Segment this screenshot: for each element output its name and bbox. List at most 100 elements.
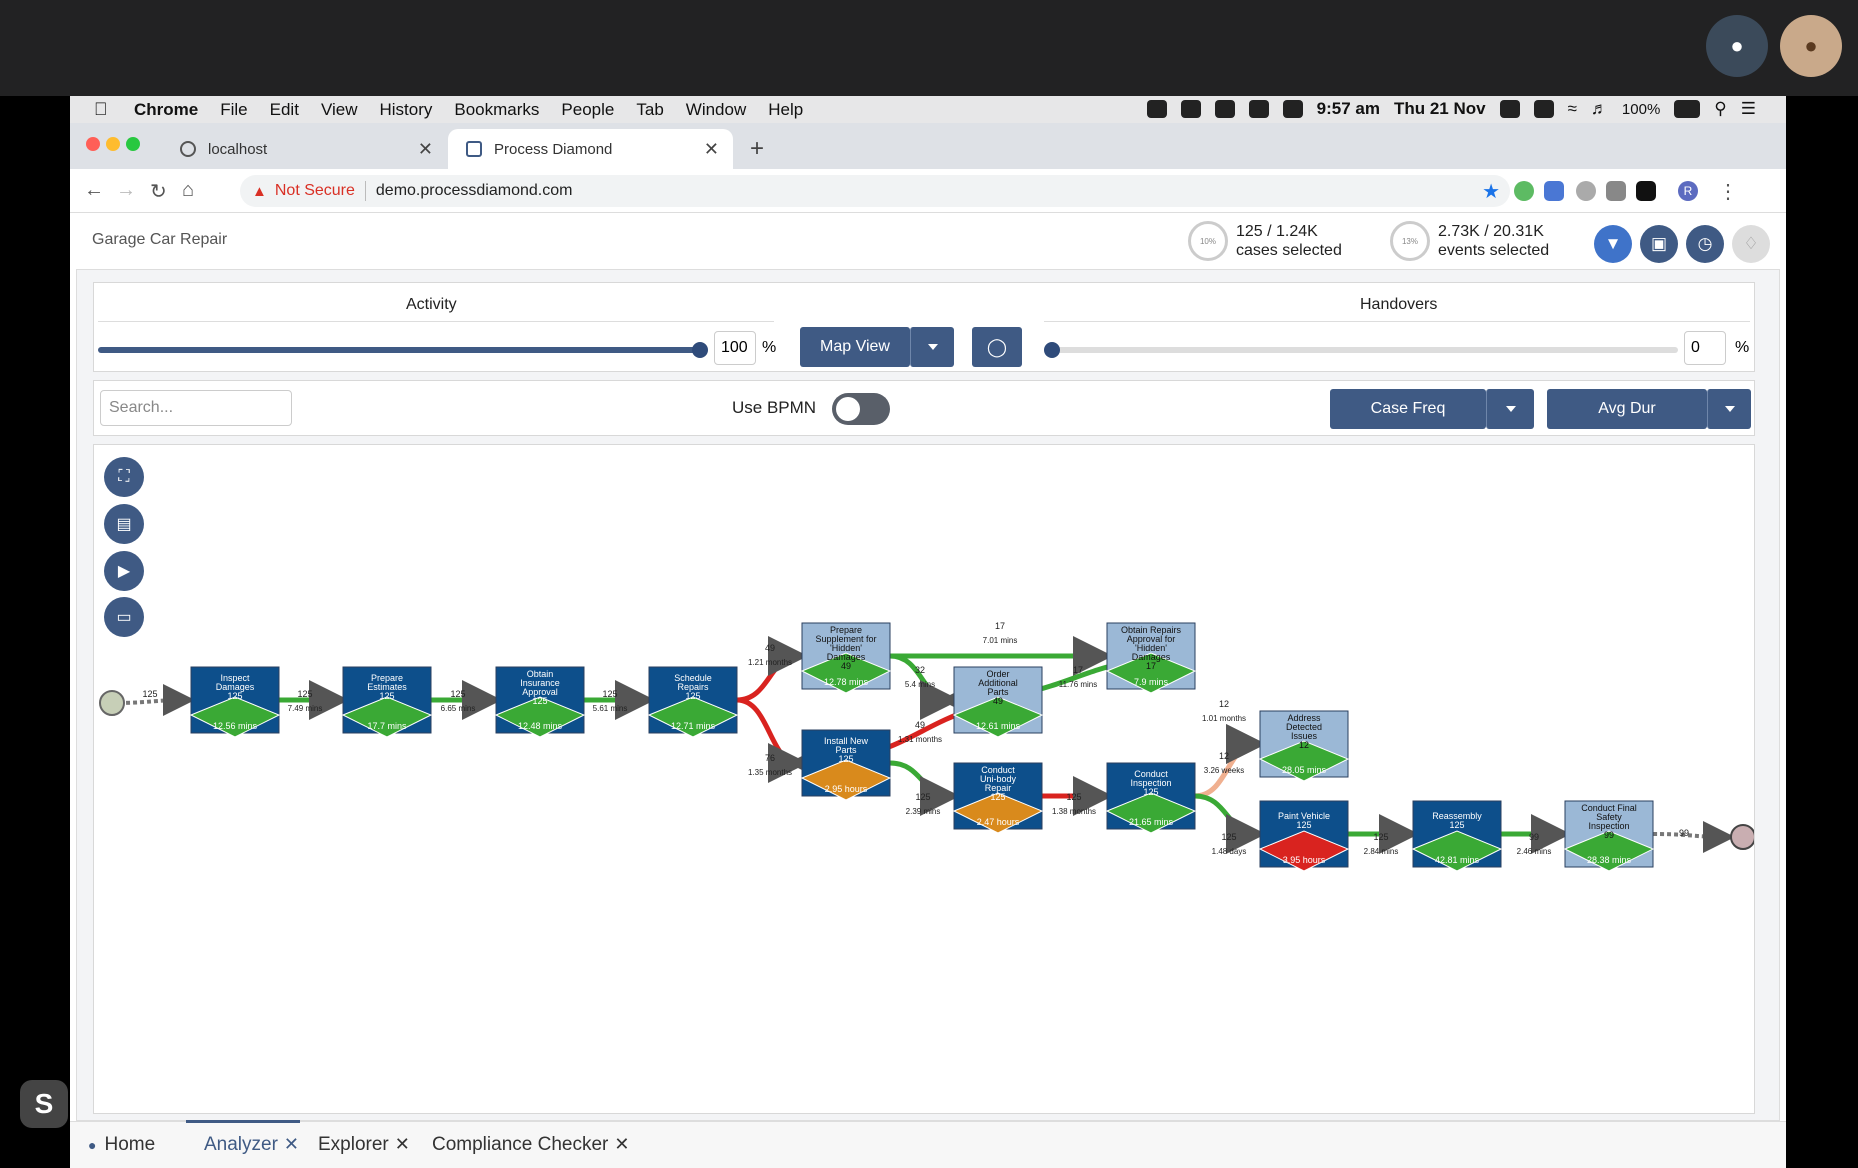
extension-icon[interactable] bbox=[1576, 181, 1596, 201]
edge-path[interactable] bbox=[1652, 820, 1735, 853]
handovers-slider[interactable] bbox=[1052, 347, 1678, 353]
tab-localhost[interactable]: localhost ✕ bbox=[162, 129, 447, 169]
search-input[interactable] bbox=[100, 390, 292, 426]
profile-avatar[interactable]: R bbox=[1678, 181, 1698, 201]
menu-edit[interactable]: Edit bbox=[269, 99, 299, 119]
avg-dur-dropdown[interactable] bbox=[1707, 389, 1751, 429]
bpmn-toggle[interactable] bbox=[832, 393, 890, 425]
new-tab-button[interactable]: + bbox=[750, 135, 765, 162]
minimize-window-button[interactable] bbox=[106, 137, 120, 151]
check-icon[interactable] bbox=[1180, 100, 1201, 118]
activity-slider[interactable] bbox=[98, 347, 698, 353]
case-freq-dropdown[interactable] bbox=[1486, 389, 1534, 429]
activity-slider-handle[interactable] bbox=[692, 342, 708, 358]
close-window-button[interactable] bbox=[86, 137, 100, 151]
insights-button[interactable]: ◯ bbox=[972, 327, 1022, 367]
reload-icon[interactable]: ↻ bbox=[150, 181, 167, 203]
tab-process-diamond[interactable]: Process Diamond ✕ bbox=[448, 129, 733, 169]
spotlight-icon[interactable]: ⚲ bbox=[1714, 99, 1727, 118]
play-animation-button[interactable]: ▶ bbox=[104, 551, 144, 591]
tab-explorer[interactable]: Explorer✕ bbox=[318, 1134, 410, 1156]
history-button[interactable]: ◷ bbox=[1686, 225, 1724, 263]
save-button[interactable]: ▣ bbox=[1640, 225, 1678, 263]
screen-recorder-icon[interactable]: S bbox=[20, 1080, 68, 1128]
export-button[interactable]: ▭ bbox=[104, 597, 144, 637]
forward-icon[interactable]: → bbox=[116, 179, 136, 201]
edge-path[interactable] bbox=[736, 636, 808, 703]
menu-history[interactable]: History bbox=[379, 99, 433, 119]
extension-icon[interactable] bbox=[1606, 181, 1626, 201]
activity-value-input[interactable]: 100 bbox=[714, 331, 756, 365]
home-icon[interactable]: ⌂ bbox=[182, 179, 195, 201]
participant-avatar[interactable]: ● bbox=[1706, 15, 1768, 77]
wifi-icon[interactable]: ≈ bbox=[1567, 99, 1577, 118]
translate-icon[interactable] bbox=[1544, 181, 1564, 201]
clock-date[interactable]: Thu 21 Nov bbox=[1393, 99, 1486, 118]
security-label[interactable]: Not Secure bbox=[274, 182, 355, 199]
tab-compliance-checker[interactable]: Compliance Checker✕ bbox=[432, 1134, 629, 1156]
handovers-value-input[interactable]: 0 bbox=[1684, 331, 1726, 365]
close-tab-icon[interactable]: ✕ bbox=[703, 138, 719, 159]
menu-window[interactable]: Window bbox=[685, 99, 747, 119]
extension-icon[interactable] bbox=[1514, 181, 1534, 201]
url-text[interactable]: demo.processdiamond.com bbox=[375, 182, 573, 199]
menu-app[interactable]: Chrome bbox=[134, 99, 199, 119]
close-icon[interactable]: ✕ bbox=[394, 1134, 410, 1154]
close-icon[interactable]: ✕ bbox=[283, 1134, 300, 1154]
menu-tab[interactable]: Tab bbox=[636, 99, 664, 119]
fullscreen-button[interactable]: ⛶ bbox=[104, 457, 144, 497]
case-freq-button[interactable]: Case Freq bbox=[1330, 389, 1486, 429]
back-icon[interactable]: ← bbox=[84, 179, 104, 201]
keyboard-icon[interactable] bbox=[1533, 100, 1554, 118]
apple-icon[interactable]:  bbox=[94, 99, 112, 120]
maximize-window-button[interactable] bbox=[126, 137, 140, 151]
extension-icon[interactable] bbox=[1636, 181, 1656, 201]
avg-dur-button[interactable]: Avg Dur bbox=[1547, 389, 1707, 429]
sync-icon[interactable] bbox=[1146, 100, 1167, 118]
menu-help[interactable]: Help bbox=[768, 99, 804, 119]
start-event[interactable] bbox=[99, 690, 125, 716]
drive-icon[interactable] bbox=[1248, 100, 1269, 118]
menu-view[interactable]: View bbox=[320, 99, 358, 119]
participant-avatar[interactable]: ● bbox=[1780, 15, 1842, 77]
omnibox[interactable]: ▲ Not Secure demo.processdiamond.com ★ bbox=[240, 175, 1510, 207]
edge-path[interactable] bbox=[1194, 724, 1266, 799]
cloud-icon[interactable] bbox=[1214, 100, 1235, 118]
weather-icon[interactable] bbox=[1282, 100, 1303, 118]
tab-home[interactable]: ●Home bbox=[88, 1134, 155, 1156]
close-tab-icon[interactable]: ✕ bbox=[417, 138, 433, 159]
menu-people[interactable]: People bbox=[561, 99, 615, 119]
map-view-button[interactable]: Map View bbox=[800, 327, 910, 367]
more-menu-icon[interactable]: ⋮ bbox=[1718, 181, 1738, 203]
clock-time[interactable]: 9:57 am bbox=[1316, 99, 1380, 118]
handovers-slider-handle[interactable] bbox=[1044, 342, 1060, 358]
notifications-button[interactable]: ♢ bbox=[1732, 225, 1770, 263]
menu-bookmarks[interactable]: Bookmarks bbox=[454, 99, 540, 119]
notification-center-icon[interactable]: ☰ bbox=[1740, 99, 1756, 118]
tab-analyzer[interactable]: Analyzer✕ bbox=[185, 1120, 301, 1156]
statistics-button[interactable]: ▤ bbox=[104, 504, 144, 544]
glasses-icon[interactable] bbox=[1499, 100, 1520, 118]
close-icon[interactable]: ✕ bbox=[614, 1134, 630, 1154]
bookmark-star-icon[interactable]: ★ bbox=[1482, 180, 1500, 203]
end-event[interactable] bbox=[1730, 824, 1754, 850]
menu-file[interactable]: File bbox=[220, 99, 248, 119]
filter-button[interactable]: ▼ bbox=[1594, 225, 1632, 263]
edge-path[interactable] bbox=[889, 653, 960, 720]
volume-icon[interactable]: ♬ bbox=[1590, 99, 1608, 118]
